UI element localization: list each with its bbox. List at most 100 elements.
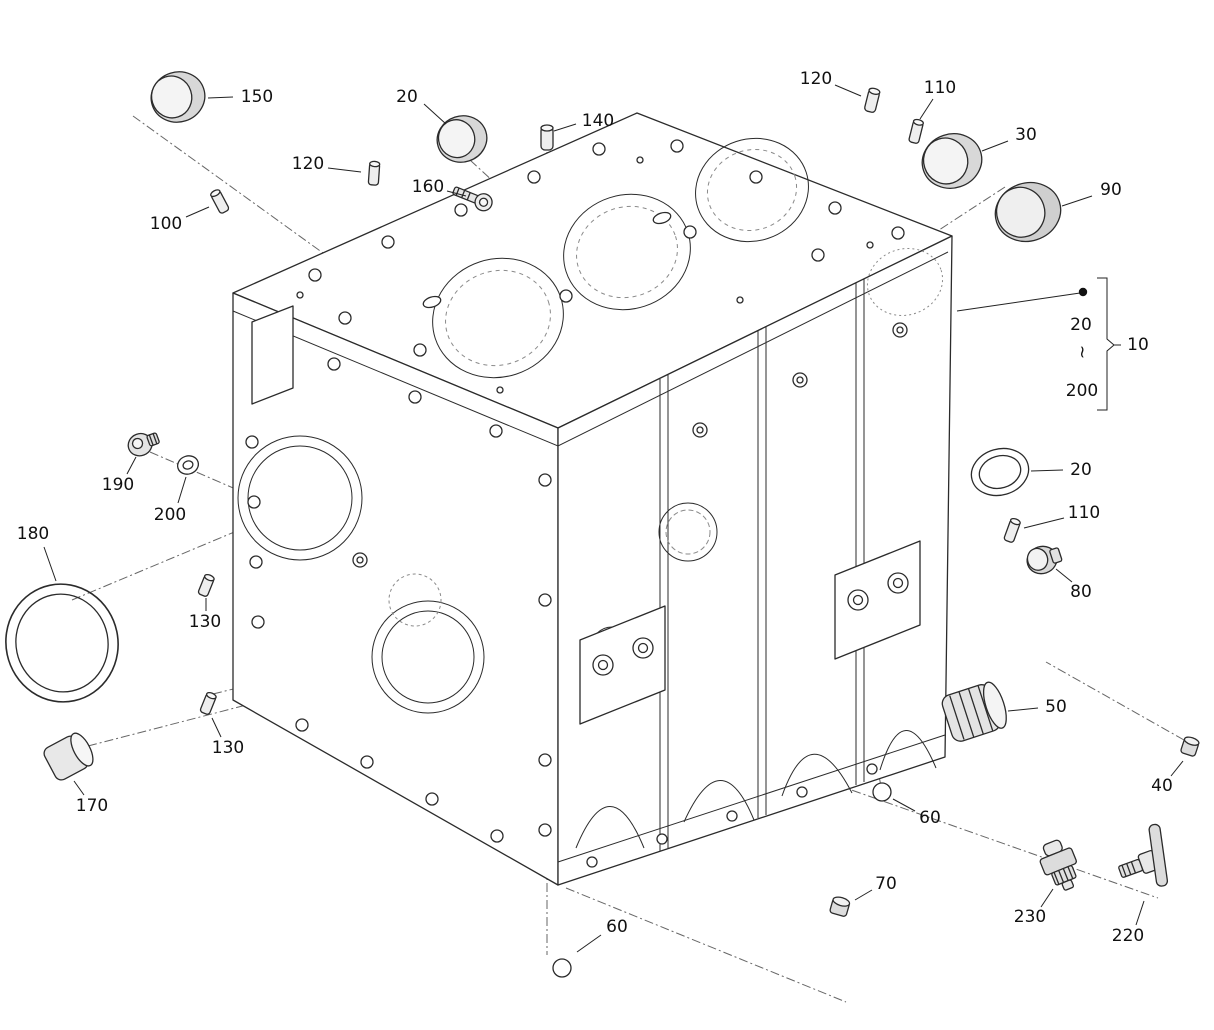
- callout-label-50: 50: [1045, 697, 1067, 717]
- callout-label-20: 20: [1070, 460, 1092, 480]
- callout-leader-line: [1030, 469, 1064, 472]
- callout-leader-line: [919, 98, 934, 120]
- callout-leader-line: [981, 140, 1009, 152]
- part-dowel-120: [864, 87, 881, 113]
- callout-label-150: 150: [241, 87, 273, 107]
- callout-label-20: 20: [1070, 315, 1092, 335]
- part-cup-plug-90: [994, 181, 1062, 243]
- part-seal-ring-20: [970, 447, 1030, 497]
- part-plug-70: [829, 896, 851, 917]
- callout-leader-line: [211, 717, 222, 738]
- callout-leader-line: [1023, 517, 1065, 529]
- callout-leader-line: [327, 167, 362, 173]
- part-dowel-120-left: [367, 160, 381, 186]
- right-face-features: [557, 279, 946, 868]
- callout-label-200: 200: [1066, 381, 1098, 401]
- callout-leader-line: [854, 889, 873, 901]
- callout-leader-line: [834, 84, 862, 97]
- front-face-features: [237, 305, 552, 843]
- callout-leader-line: [185, 206, 210, 218]
- part-plug-40: [1180, 736, 1200, 757]
- part-washer-200: [176, 455, 200, 475]
- callout-label-130: 130: [189, 612, 221, 632]
- part-dowel-110: [908, 118, 924, 144]
- crankcase-ribs: [659, 279, 865, 851]
- callout-label-130: 130: [212, 738, 244, 758]
- callout-leader-line: [1135, 900, 1145, 926]
- callout-label-60: 60: [606, 917, 628, 937]
- callout-label-120: 120: [292, 154, 324, 174]
- callout-label-100: 100: [150, 214, 182, 234]
- callout-label-30: 30: [1015, 125, 1037, 145]
- block-right-face: [557, 235, 953, 886]
- callout-leader-line: [1007, 707, 1039, 712]
- callout-label-170: 170: [76, 796, 108, 816]
- callout-leader-line: [207, 96, 234, 99]
- callout-leader-line: [892, 798, 916, 812]
- part-cup-plug-30: [921, 133, 983, 189]
- callout-label-110: 110: [1068, 503, 1100, 523]
- range-bracket: [956, 277, 1121, 411]
- callout-leader-line: [576, 934, 602, 953]
- mount-pad: [834, 540, 921, 660]
- callout-label-140: 140: [582, 111, 614, 131]
- callout-leader-line: [177, 476, 187, 504]
- part-ball-60-bottom: [552, 958, 572, 978]
- part-drain-cock-220: [1118, 823, 1169, 887]
- callout-leader-line: [423, 103, 447, 125]
- callout-leader-line: [73, 780, 85, 796]
- callout-label-200: 200: [154, 505, 186, 525]
- callout-label-10: 10: [1127, 335, 1149, 355]
- callout-label-70: 70: [875, 874, 897, 894]
- callout-label-190: 190: [102, 475, 134, 495]
- callout-label-230: 230: [1014, 907, 1046, 927]
- range-indicator-dot: [1078, 287, 1088, 297]
- callout-leader-line: [446, 190, 467, 197]
- bottom-flange-line: [557, 734, 946, 863]
- part-seal-ring-180: [5, 583, 119, 703]
- part-cup-plug-20: [436, 115, 488, 163]
- callout-leader-line: [126, 456, 137, 475]
- part-pressure-sensor-230: [1039, 839, 1077, 891]
- callout-leader-line: [1055, 568, 1073, 583]
- callout-label-180: 180: [17, 524, 49, 544]
- loose-parts: [5, 71, 1200, 978]
- part-grooved-bushing-50: [941, 681, 1007, 742]
- mount-pad: [579, 605, 666, 725]
- deck-edge-band: [232, 251, 949, 447]
- callout-label-~: ~: [1072, 345, 1092, 359]
- part-cup-plug-150: [150, 71, 206, 123]
- callout-label-120: 120: [800, 69, 832, 89]
- callout-label-40: 40: [1151, 776, 1173, 796]
- part-dowel-140: [540, 124, 554, 151]
- callout-leader-line: [1170, 760, 1184, 777]
- callout-leader-line: [553, 123, 577, 132]
- part-bolt-160: [452, 186, 493, 212]
- callout-label-160: 160: [412, 177, 444, 197]
- callout-leader-line: [1061, 195, 1093, 207]
- part-dowel-100: [210, 189, 230, 214]
- callout-label-90: 90: [1100, 180, 1122, 200]
- part-dowel-130-lower: [199, 691, 217, 715]
- callout-leader-line: [43, 546, 57, 582]
- part-ball-60-right: [872, 782, 892, 802]
- part-dowel-110-right: [1003, 517, 1021, 543]
- flange-bolt-holes: [586, 763, 878, 868]
- callouts-layer: 150 20 140 120 110 30 90 120 100 160 20 ~200 10 20 110…: [17, 69, 1184, 953]
- part-dowel-130-upper: [197, 573, 215, 597]
- engine-block: [232, 112, 953, 886]
- callout-label-20: 20: [396, 87, 418, 107]
- callout-label-60: 60: [919, 808, 941, 828]
- callout-label-80: 80: [1070, 582, 1092, 602]
- part-plug-80: [1026, 545, 1063, 575]
- callout-label-220: 220: [1112, 926, 1144, 946]
- part-plug-190: [127, 432, 160, 457]
- deck-holes: [296, 139, 905, 394]
- main-bearing-arches: [575, 730, 937, 849]
- front-window-cutout: [251, 305, 294, 405]
- part-bushing-170: [43, 732, 94, 781]
- callout-label-110: 110: [924, 78, 956, 98]
- callout-leader-line: [1040, 888, 1054, 908]
